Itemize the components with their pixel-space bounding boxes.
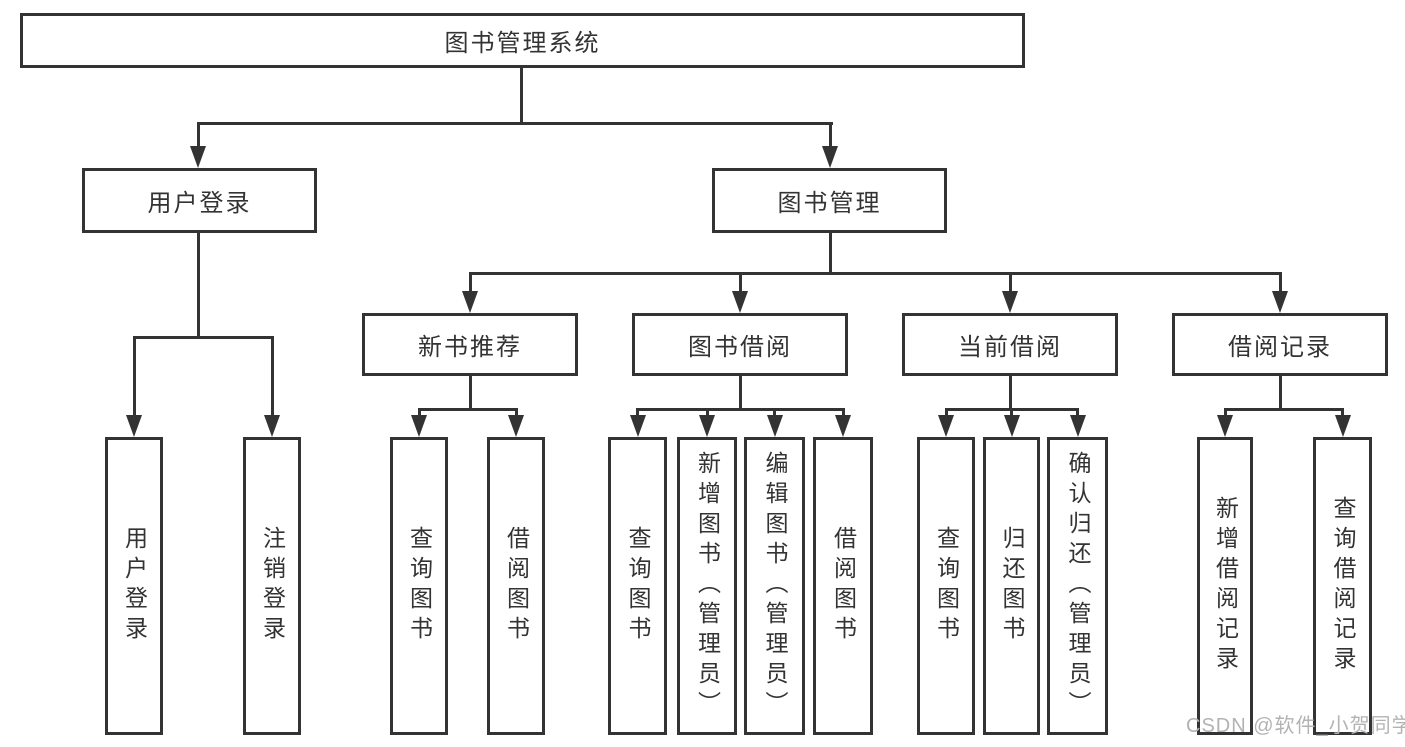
connector-current-borrow-stub — [1009, 376, 1012, 411]
connector-user-login-hline — [133, 336, 274, 339]
arrow-down-icon — [767, 415, 783, 437]
leaf-edit-book-admin: 编辑图书（管理员） — [744, 437, 805, 735]
connector-new-book-hline — [418, 408, 518, 411]
arrow-down-icon — [508, 415, 524, 437]
connector-drop-leaf — [636, 408, 639, 417]
connector-book-borrow-hline — [636, 408, 845, 411]
arrow-down-icon — [822, 146, 838, 168]
leaf-confirm-return-admin: 确认归还（管理员） — [1047, 437, 1108, 735]
arrow-down-icon — [1070, 415, 1086, 437]
connector-drop-leaf — [515, 408, 518, 417]
arrow-down-icon — [732, 291, 748, 313]
connector-drop-level3 — [1009, 272, 1012, 291]
connector-drop-leaf — [1224, 408, 1227, 417]
leaf-add-book-admin: 新增图书（管理员） — [677, 437, 737, 735]
leaf-query-borrow-record: 查询借阅记录 — [1313, 437, 1372, 735]
leaf-logout: 注销登录 — [243, 437, 301, 735]
connector-level3-hline — [469, 272, 1282, 275]
arrow-down-icon — [264, 415, 280, 437]
arrow-down-icon — [699, 415, 715, 437]
connector-drop-leaf — [842, 408, 845, 417]
connector-drop-book-mgmt — [829, 122, 832, 148]
connector-new-book-stub — [469, 376, 472, 411]
connector-drop-level3 — [1279, 272, 1282, 291]
connector-drop-user-login — [197, 122, 200, 148]
arrow-down-icon — [1004, 415, 1020, 437]
node-book-mgmt: 图书管理 — [712, 168, 947, 233]
connector-drop-leaf — [271, 336, 274, 415]
connector-book-mgmt-stub — [829, 233, 832, 275]
arrow-down-icon — [462, 291, 478, 313]
connector-drop-level3 — [469, 272, 472, 291]
leaf-borrow-book: 借阅图书 — [813, 437, 873, 735]
arrow-down-icon — [1217, 415, 1233, 437]
node-root: 图书管理系统 — [20, 13, 1025, 68]
leaf-query-book: 查询图书 — [390, 437, 448, 735]
node-user-login: 用户登录 — [82, 168, 317, 233]
connector-drop-leaf — [418, 408, 421, 417]
connector-root-hline — [197, 122, 833, 125]
node-book-borrow: 图书借阅 — [632, 313, 848, 376]
leaf-borrow-book: 借阅图书 — [487, 437, 545, 735]
connector-drop-leaf — [1341, 408, 1344, 417]
arrow-down-icon — [1272, 291, 1288, 313]
connector-drop-leaf — [773, 408, 776, 417]
connector-drop-leaf — [945, 408, 948, 417]
arrow-down-icon — [835, 415, 851, 437]
leaf-user-login: 用户登录 — [105, 437, 163, 735]
connector-borrow-record-hline — [1224, 408, 1344, 411]
arrow-down-icon — [126, 415, 142, 437]
connector-root-stub — [520, 68, 523, 122]
leaf-return-book: 归还图书 — [983, 437, 1040, 735]
connector-drop-leaf — [1076, 408, 1079, 417]
leaf-query-book: 查询图书 — [608, 437, 667, 735]
csdn-watermark: CSDN @软件_小贺同学 — [1186, 715, 1405, 737]
arrow-down-icon — [1335, 415, 1351, 437]
arrow-down-icon — [190, 146, 206, 168]
connector-drop-level3 — [739, 272, 742, 291]
arrow-down-icon — [630, 415, 646, 437]
node-borrow-record: 借阅记录 — [1172, 313, 1388, 376]
connector-user-login-stub — [197, 233, 200, 337]
connector-drop-leaf — [133, 336, 136, 415]
leaf-add-borrow-record: 新增借阅记录 — [1197, 437, 1253, 735]
node-current-borrow: 当前借阅 — [902, 313, 1118, 376]
connector-book-borrow-stub — [739, 376, 742, 411]
leaf-query-book: 查询图书 — [917, 437, 975, 735]
arrow-down-icon — [1002, 291, 1018, 313]
arrow-down-icon — [411, 415, 427, 437]
arrow-down-icon — [938, 415, 954, 437]
connector-drop-leaf — [706, 408, 709, 417]
connector-drop-leaf — [1010, 408, 1013, 417]
node-new-book: 新书推荐 — [362, 313, 578, 376]
connector-borrow-record-stub — [1279, 376, 1282, 411]
